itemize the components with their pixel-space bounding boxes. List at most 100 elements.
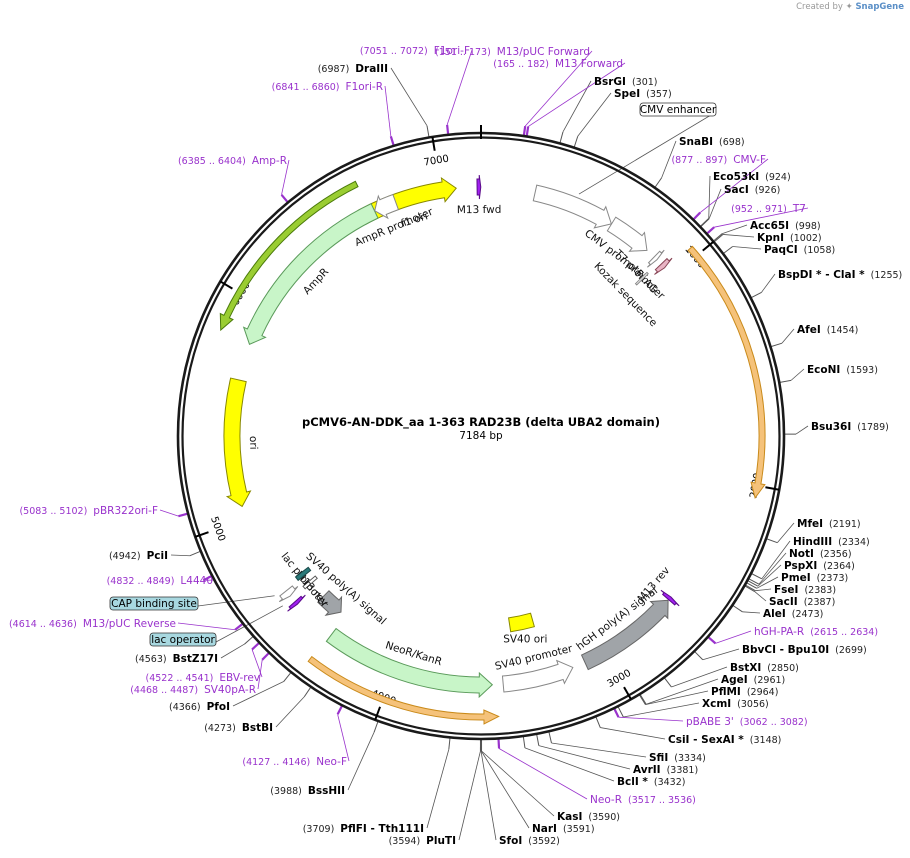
primer-label-neo-r: Neo-R(3517 .. 3536) <box>590 794 696 806</box>
site-position: (2383) <box>804 585 836 596</box>
site-position: (3148) <box>750 735 782 746</box>
site-name: BstZ17I <box>173 653 218 665</box>
site-label-sfoi: SfoI(3592) <box>499 835 560 847</box>
site-position: (1255) <box>871 270 903 281</box>
tick-mark-4000 <box>374 706 381 721</box>
site-tick-pflfi-tth111i <box>448 737 451 750</box>
site-label-bsshii: (3988)BssHII <box>270 785 345 797</box>
primer-label-m13-forward: (165 .. 182)M13 Forward <box>493 58 623 70</box>
site-position: (3590) <box>588 812 620 823</box>
site-tick-bstbi <box>303 686 312 698</box>
primer-mark-m13-puc-forward <box>522 125 527 136</box>
primer-mark-l4440 <box>202 575 212 582</box>
site-position: (6987) <box>318 64 350 75</box>
site-name: Acc65I <box>750 220 789 232</box>
box-cmv-enhancer <box>639 102 717 117</box>
primer-mark-amp-r <box>280 194 289 203</box>
site-name: AleI <box>763 608 786 620</box>
primer-leader-neo-r <box>498 748 588 800</box>
leader-lines <box>159 49 809 841</box>
primer-position: (5083 .. 5102) <box>19 506 87 517</box>
site-name: SacI <box>724 184 749 196</box>
site-leader-pspxi <box>757 564 782 587</box>
snapgene-logo-icon: ✦ <box>845 2 853 12</box>
site-label-saci: SacI(926) <box>724 184 780 196</box>
site-name: NotI <box>789 548 814 560</box>
site-label-pflmi: PflMI(2964) <box>711 686 778 698</box>
site-tick-afei <box>770 342 783 348</box>
primer-label-f1ori-f: (7051 .. 7072) F1ori-F <box>360 45 470 57</box>
primer-label-ebv-rev: (4522 .. 4541)EBV-rev <box>146 672 261 684</box>
primer-name: CMV-F <box>733 154 766 166</box>
tick-label-7000: 7000 <box>423 154 450 169</box>
primer-position: (6385 .. 6404) <box>178 156 246 167</box>
site-position: (2850) <box>767 663 799 674</box>
site-leader-xcmi <box>623 702 700 718</box>
tick-label-3000: 3000 <box>606 668 634 690</box>
site-leader-paqci <box>732 246 762 250</box>
site-label-alei: AleI(2473) <box>763 608 823 620</box>
feature-neor-orf <box>307 655 500 725</box>
site-leader-saci <box>708 188 722 219</box>
primer-leader-m13-puc-reverse <box>177 622 236 631</box>
site-position: (1789) <box>857 422 889 433</box>
primer-name: T7 <box>792 203 806 215</box>
site-tick-mfei <box>765 538 778 544</box>
site-leader-bbvci-bpu10i <box>702 648 740 661</box>
site-leader-pluti <box>458 750 481 841</box>
primer-mark-pbr322ori-f <box>178 512 188 518</box>
site-label-paqci: PaqCI(1058) <box>764 244 835 256</box>
site-label-bstz17i: (4563) BstZ17I <box>135 653 218 665</box>
site-leader-bsshii <box>347 732 375 791</box>
feature-label-m13-fwd: M13 fwd <box>457 204 502 216</box>
site-position: (1002) <box>790 233 822 244</box>
primer-mark-m13-puc-reverse <box>234 623 243 631</box>
site-position: (4563) <box>135 654 167 665</box>
site-label-eco53ki: Eco53kI(924) <box>713 171 791 183</box>
primer-name: F1ori-F <box>434 45 470 57</box>
site-leader-fsei <box>755 588 772 592</box>
box-label-lac-operator: lac operator <box>151 634 215 646</box>
site-leader-alei <box>742 611 761 614</box>
site-tick-snabi <box>654 177 662 189</box>
site-leader-pflmi <box>645 690 709 706</box>
primer-position: (4614 .. 4636) <box>9 619 77 630</box>
site-position: (4942) <box>109 551 141 562</box>
site-tick-agei <box>639 693 647 705</box>
primer-position: (4127 .. 4146) <box>242 757 310 768</box>
site-name: HindIII <box>793 536 832 548</box>
site-position: (301) <box>632 77 658 88</box>
site-tick-sacii <box>744 585 756 593</box>
site-leader-draiii <box>390 67 428 126</box>
primer-mark-pbabe-3 <box>613 708 620 718</box>
site-name: PflFI - Tth111I <box>340 823 424 835</box>
map-center: pCMV6-AN-DDK_aa 1-363 RAD23B (delta UBA2… <box>302 415 660 442</box>
feature-m13-fwd <box>476 174 482 200</box>
site-label-avrii: AvrII(3381) <box>633 764 698 776</box>
site-position: (998) <box>795 221 821 232</box>
primer-name: Neo-F <box>316 756 347 768</box>
site-name: BspDI * - ClaI * <box>778 269 865 281</box>
feature-label-sv40-ori: SV40 ori <box>503 633 547 645</box>
site-tick-fsei <box>744 584 756 592</box>
primer-name: M13/pUC Reverse <box>83 618 176 630</box>
primer-leader-neo-f <box>337 714 350 762</box>
primer-position: (7051 .. 7072) <box>360 46 428 57</box>
site-tick-eco53ki <box>699 218 710 228</box>
site-leader-pfoi <box>232 681 284 707</box>
site-label-bspdi-clai: BspDI * - ClaI * (1255) <box>778 269 902 281</box>
primer-leader-pbabe-3 <box>618 716 684 722</box>
site-name: SpeI <box>614 88 640 100</box>
site-tick-hindiii <box>750 572 762 580</box>
site-label-bstbi: (4273)BstBI <box>204 722 273 734</box>
site-leader-econi <box>790 368 805 381</box>
tick-mark-7000 <box>431 136 436 151</box>
primer-label-t7: (952 .. 971)T7 <box>731 203 806 215</box>
primer-leader-sv40pa-r <box>257 659 263 690</box>
feature-ampr-orf <box>219 180 359 332</box>
site-position: (3334) <box>674 753 706 764</box>
site-name: BclI * <box>617 776 648 788</box>
primer-position: (3517 .. 3536) <box>628 795 696 806</box>
site-leader-sacii <box>754 591 767 602</box>
site-label-sacii: SacII(2387) <box>769 596 835 608</box>
